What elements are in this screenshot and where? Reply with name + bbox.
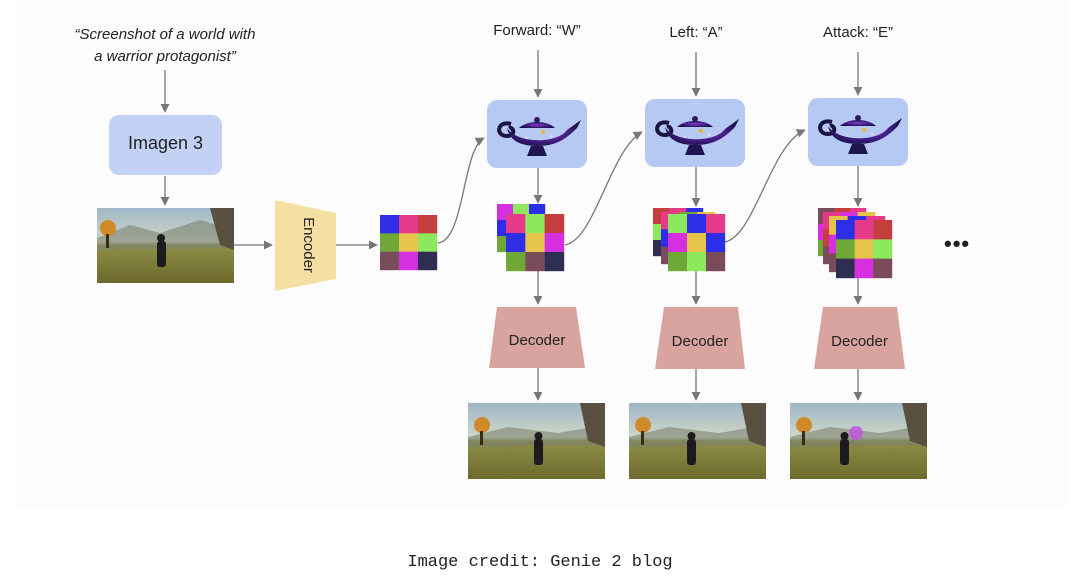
genie-lamp-icon-3 xyxy=(818,115,902,154)
arrow-latent-1-to-model-2 xyxy=(564,131,643,246)
output-game-screenshot-2 xyxy=(629,403,766,479)
imagen-box xyxy=(109,115,222,175)
latent-grid-initial xyxy=(380,215,438,271)
action-label-1: Forward: “W” xyxy=(493,22,581,39)
output-game-screenshot-1 xyxy=(468,403,605,479)
decoder-label-1: Decoder xyxy=(508,332,566,349)
decoder-shape-2 xyxy=(655,307,745,369)
arrow-latent-to-model-1 xyxy=(437,137,485,244)
latent-stack-1-front xyxy=(506,214,565,272)
decoder-label-3: Decoder xyxy=(831,333,888,350)
world-model-box-1 xyxy=(487,100,587,168)
encoder-shape xyxy=(275,200,336,291)
output-game-screenshot-3 xyxy=(790,403,927,479)
output-screenshots xyxy=(468,403,927,479)
decoder-shape-1 xyxy=(489,307,585,368)
prompt-line-1: “Screenshot of a world with xyxy=(74,26,256,43)
latent-stack-3-front xyxy=(836,220,893,279)
arrows-layer xyxy=(160,50,863,401)
world-model-box-2 xyxy=(645,99,745,167)
genie-lamp-icon-2 xyxy=(655,116,739,155)
genie-lamp-icon-1 xyxy=(497,117,581,156)
image-credit-caption: Image credit: Genie 2 blog xyxy=(407,553,673,572)
decoder-shape-3 xyxy=(814,307,905,369)
action-label-2: Left: “A” xyxy=(669,24,723,41)
world-model-box-3 xyxy=(808,98,908,166)
arrow-latent-2-to-model-3 xyxy=(724,129,806,243)
input-game-screenshot xyxy=(97,208,234,283)
imagen-label: Imagen 3 xyxy=(127,133,204,153)
continuation-ellipsis: ••• xyxy=(944,231,971,256)
latent-stack-2-front xyxy=(668,214,726,272)
lamp-icons xyxy=(497,115,902,156)
latent-grids xyxy=(380,204,893,279)
action-label-3: Attack: “E” xyxy=(822,24,893,41)
text-prompt: “Screenshot of a world with a warrior pr… xyxy=(40,24,290,68)
prompt-line-2: a warrior protagonist” xyxy=(94,48,236,65)
encoder-label: Encoder xyxy=(300,217,317,273)
decoder-label-2: Decoder xyxy=(671,333,729,350)
